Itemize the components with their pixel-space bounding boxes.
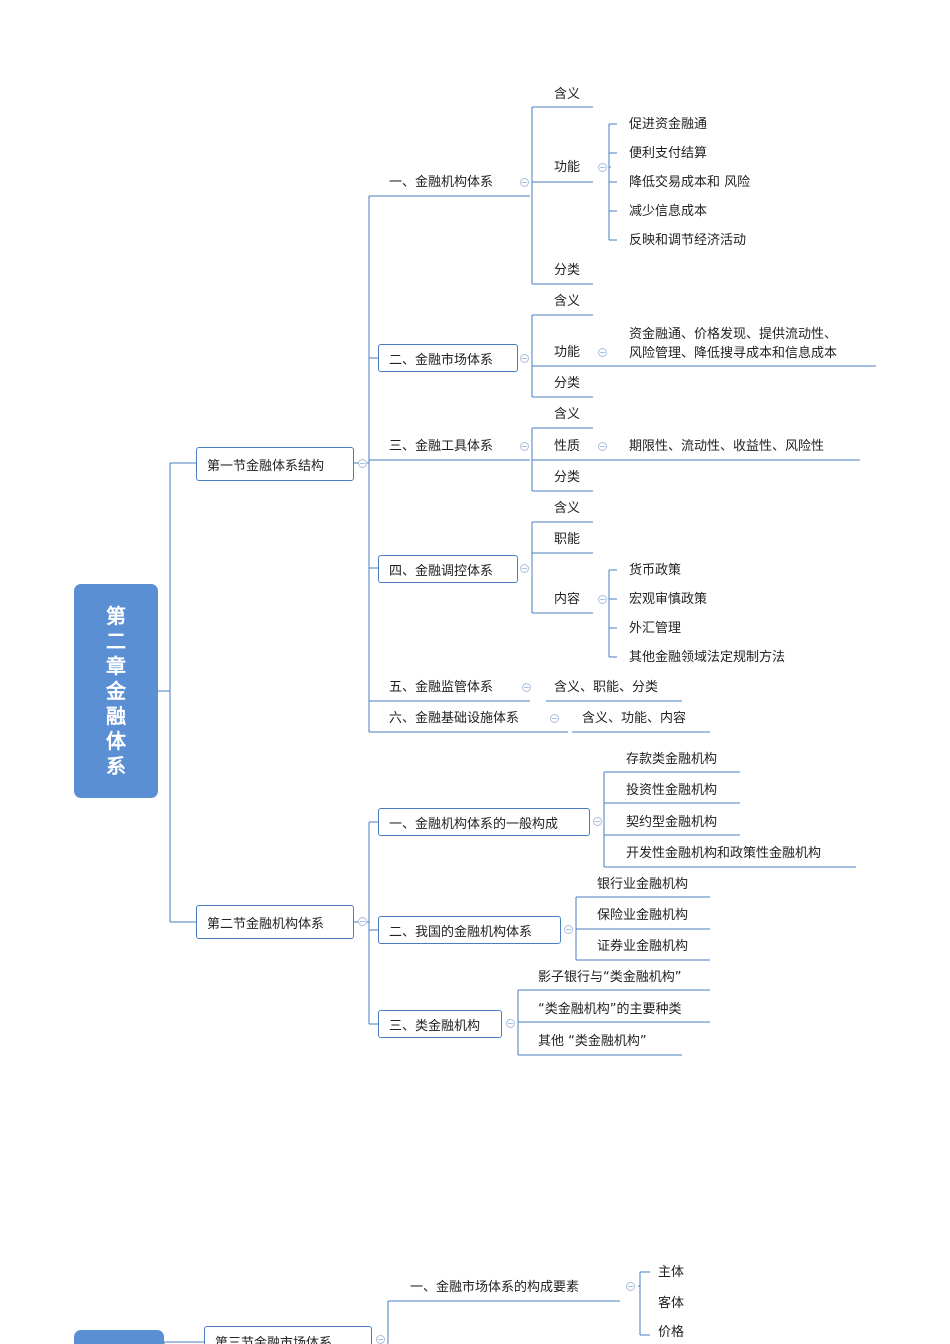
topic-financial-regulation-system[interactable]: 四、金融调控体系 <box>378 555 518 583</box>
topic-function[interactable]: 功能 <box>554 345 581 360</box>
leaf-institution-type[interactable]: 契约型金融机构 <box>626 815 718 830</box>
leaf-institution-type[interactable]: 开发性金融机构和政策性金融机构 <box>626 846 822 861</box>
leaf-function-item[interactable]: 促进资金融通 <box>629 117 708 132</box>
leaf-quasi-institution[interactable]: 其他 “类金融机构” <box>538 1034 647 1049</box>
collapse-toggle-icon[interactable] <box>626 1282 635 1291</box>
collapse-toggle-icon[interactable] <box>598 163 607 172</box>
root-node-chapter-3-partial[interactable] <box>74 1330 164 1344</box>
root-char: 金 <box>106 678 126 703</box>
section-node-structure[interactable]: 第一节金融体系结构 <box>196 447 354 481</box>
collapse-toggle-icon[interactable] <box>593 817 602 826</box>
collapse-toggle-icon[interactable] <box>358 917 367 926</box>
leaf-function-item[interactable]: 减少信息成本 <box>629 204 708 219</box>
collapse-toggle-icon[interactable] <box>376 1335 385 1344</box>
collapse-toggle-icon[interactable] <box>564 925 573 934</box>
topic-financial-institution-system[interactable]: 一、金融机构体系 <box>389 175 494 190</box>
topic-financial-market-system[interactable]: 二、金融市场体系 <box>378 344 518 372</box>
root-char: 第 <box>106 603 126 628</box>
leaf-market-function-detail[interactable]: 资金融通、价格发现、提供流动性、 风险管理、降低搜寻成本和信息成本 <box>629 327 838 361</box>
leaf-function-item[interactable]: 便利支付结算 <box>629 146 708 161</box>
leaf-quasi-institution[interactable]: 影子银行与“类金融机构” <box>538 970 682 985</box>
leaf-content-item[interactable]: 宏观审慎政策 <box>629 592 708 607</box>
topic-financial-instrument-system[interactable]: 三、金融工具体系 <box>389 439 494 454</box>
topic-financial-supervision-system[interactable]: 五、金融监管体系 <box>389 680 494 695</box>
leaf-infrastructure-detail[interactable]: 含义、功能、内容 <box>582 711 687 726</box>
collapse-toggle-icon[interactable] <box>506 1019 515 1028</box>
leaf-function-item[interactable]: 反映和调节经济活动 <box>629 233 747 248</box>
collapse-toggle-icon[interactable] <box>520 564 529 573</box>
root-char: 二 <box>106 628 126 653</box>
topic-market-composition-elements[interactable]: 一、金融市场体系的构成要素 <box>410 1280 580 1295</box>
root-char: 融 <box>106 703 126 728</box>
leaf-nature-detail[interactable]: 期限性、流动性、收益性、风险性 <box>629 439 825 454</box>
topic-function[interactable]: 功能 <box>554 160 581 175</box>
topic-meaning[interactable]: 含义 <box>554 87 581 102</box>
leaf-content-item[interactable]: 其他金融领域法定规制方法 <box>629 650 786 665</box>
topic-classification[interactable]: 分类 <box>554 376 581 391</box>
leaf-china-institution[interactable]: 保险业金融机构 <box>597 908 689 923</box>
section-title: 第三节金融市场体系 <box>215 1336 333 1344</box>
topic-financial-infrastructure-system[interactable]: 六、金融基础设施体系 <box>389 711 520 726</box>
section-title: 第一节金融体系结构 <box>207 458 325 474</box>
leaf-content-item[interactable]: 外汇管理 <box>629 621 682 636</box>
topic-meaning[interactable]: 含义 <box>554 407 581 422</box>
leaf-market-element[interactable]: 客体 <box>658 1296 685 1311</box>
leaf-market-element[interactable]: 主体 <box>658 1265 685 1280</box>
leaf-china-institution[interactable]: 银行业金融机构 <box>597 877 689 892</box>
collapse-toggle-icon[interactable] <box>520 442 529 451</box>
collapse-toggle-icon[interactable] <box>358 459 367 468</box>
root-char: 体 <box>106 728 126 753</box>
topic-content[interactable]: 内容 <box>554 592 581 607</box>
collapse-toggle-icon[interactable] <box>522 683 531 692</box>
leaf-institution-type[interactable]: 存款类金融机构 <box>626 752 718 767</box>
topic-quasi-financial-institution[interactable]: 三、类金融机构 <box>378 1010 502 1038</box>
collapse-toggle-icon[interactable] <box>520 178 529 187</box>
topic-nature[interactable]: 性质 <box>554 439 581 454</box>
leaf-china-institution[interactable]: 证券业金融机构 <box>597 939 689 954</box>
leaf-market-element[interactable]: 价格 <box>658 1325 685 1340</box>
topic-meaning[interactable]: 含义 <box>554 501 581 516</box>
leaf-content-item[interactable]: 货币政策 <box>629 563 682 578</box>
section-node-institution-system[interactable]: 第二节金融机构体系 <box>196 905 354 939</box>
collapse-toggle-icon[interactable] <box>598 348 607 357</box>
collapse-toggle-icon[interactable] <box>520 354 529 363</box>
leaf-institution-type[interactable]: 投资性金融机构 <box>626 783 718 798</box>
topic-duty[interactable]: 职能 <box>554 532 581 547</box>
root-char: 章 <box>106 653 126 678</box>
topic-general-composition[interactable]: 一、金融机构体系的一般构成 <box>378 808 590 836</box>
section-node-market-system[interactable]: 第三节金融市场体系 <box>204 1326 372 1344</box>
root-char: 系 <box>106 753 126 778</box>
root-node-chapter-2[interactable]: 第 二 章 金 融 体 系 <box>74 584 158 798</box>
topic-china-institution-system[interactable]: 二、我国的金融机构体系 <box>378 916 561 944</box>
leaf-quasi-institution[interactable]: “类金融机构”的主要种类 <box>538 1002 682 1017</box>
topic-classification[interactable]: 分类 <box>554 470 581 485</box>
leaf-supervision-detail[interactable]: 含义、职能、分类 <box>554 680 659 695</box>
collapse-toggle-icon[interactable] <box>550 714 559 723</box>
leaf-function-item[interactable]: 降低交易成本和 风险 <box>629 175 751 190</box>
topic-meaning[interactable]: 含义 <box>554 294 581 309</box>
collapse-toggle-icon[interactable] <box>598 595 607 604</box>
collapse-toggle-icon[interactable] <box>598 442 607 451</box>
topic-classification[interactable]: 分类 <box>554 263 581 278</box>
section-title: 第二节金融机构体系 <box>207 916 325 932</box>
